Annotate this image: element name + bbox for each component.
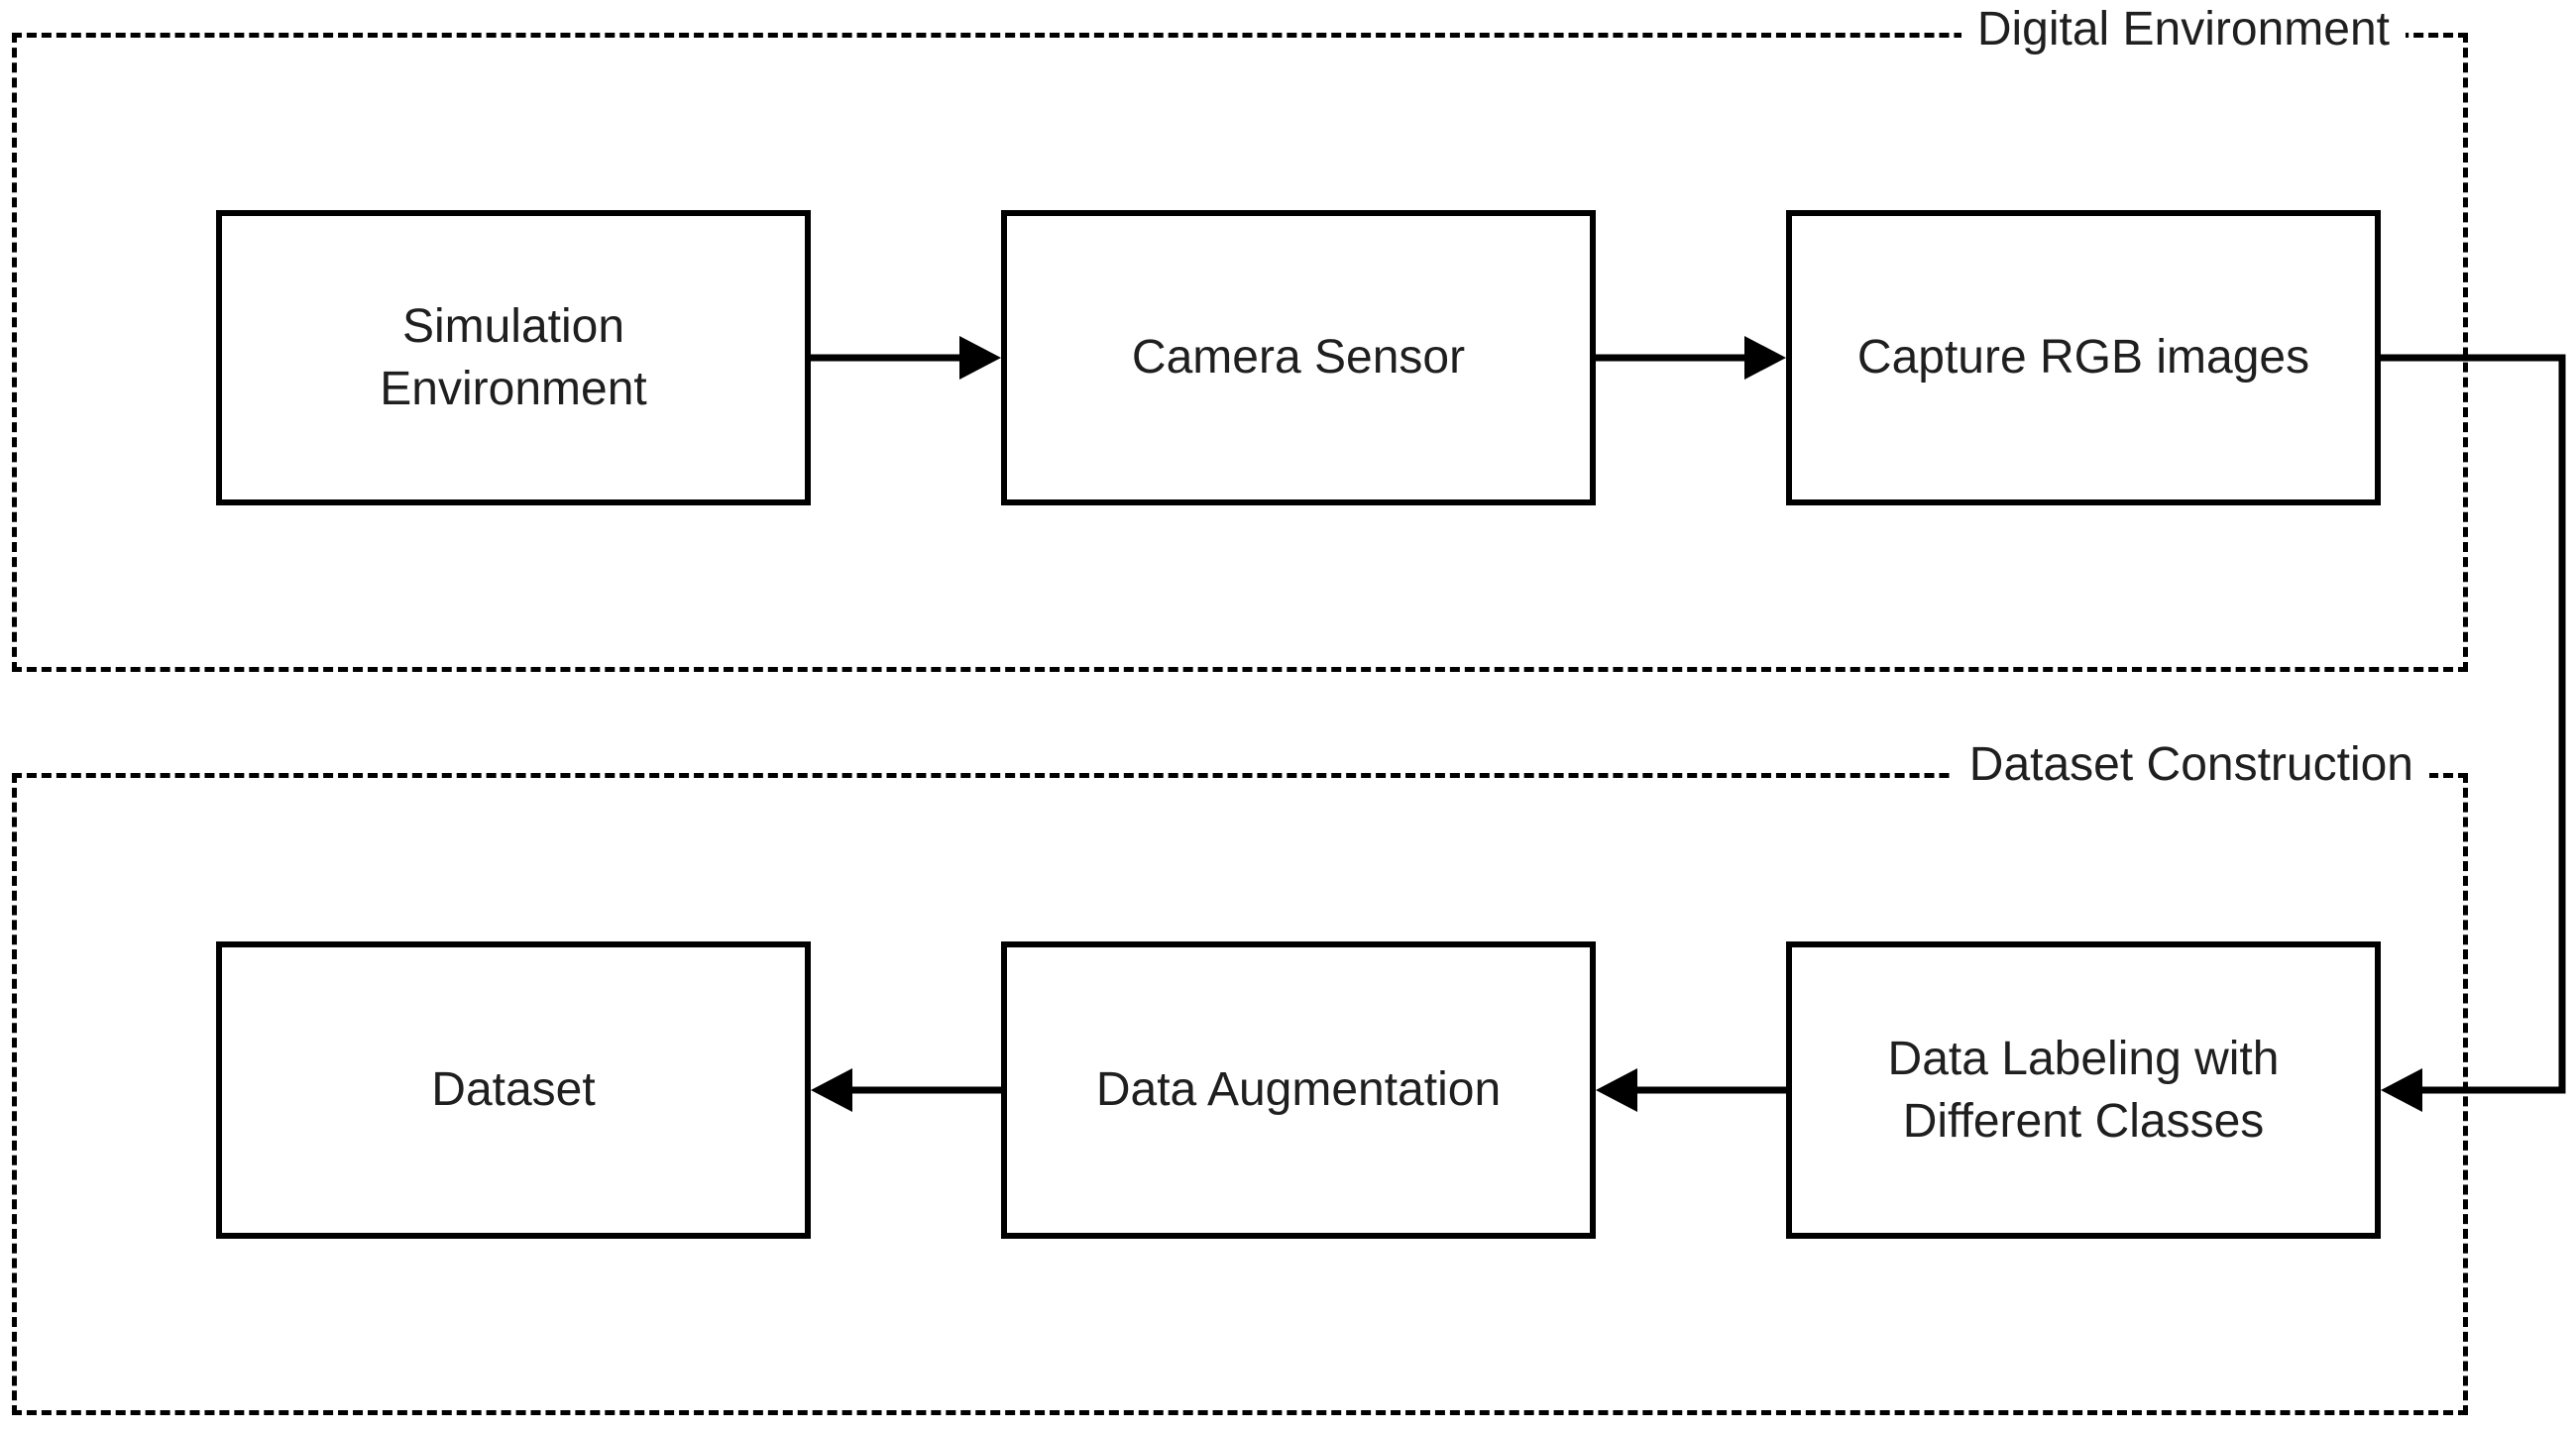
container-digital-environment	[12, 33, 2468, 672]
node-data-augmentation: Data Augmentation	[1001, 941, 1596, 1239]
container-dataset-construction	[12, 773, 2468, 1415]
node-camera-sensor: Camera Sensor	[1001, 210, 1596, 505]
node-capture-rgb-images: Capture RGB images	[1786, 210, 2381, 505]
node-data-labeling: Data Labeling with Different Classes	[1786, 941, 2381, 1239]
node-simulation-environment: Simulation Environment	[216, 210, 811, 505]
container-label-digital-environment: Digital Environment	[1960, 2, 2406, 57]
container-label-dataset-construction: Dataset Construction	[1953, 737, 2429, 793]
node-dataset: Dataset	[216, 941, 811, 1239]
